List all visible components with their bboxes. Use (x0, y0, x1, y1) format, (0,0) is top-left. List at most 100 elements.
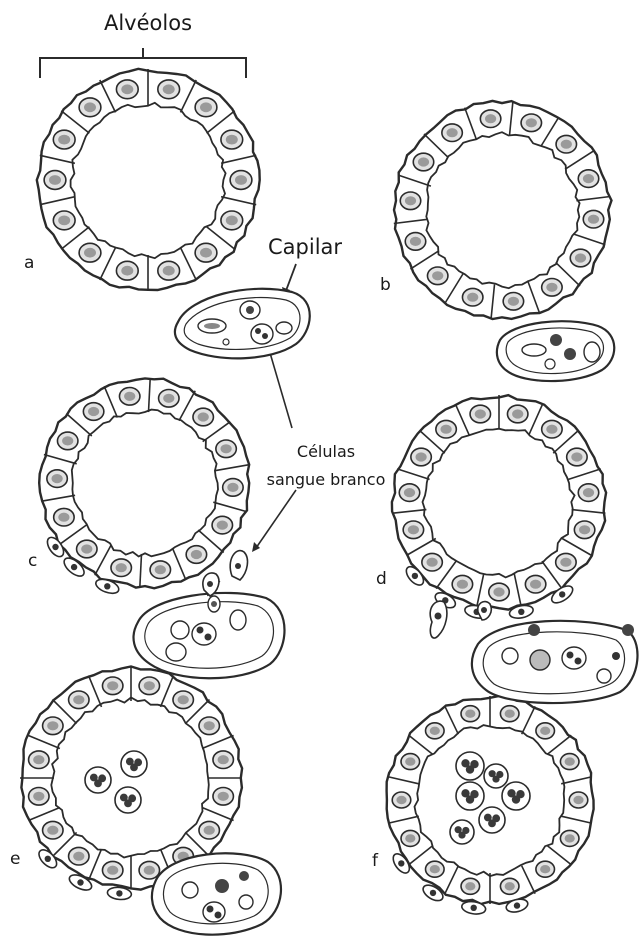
leukocyte-nucleus (412, 573, 418, 579)
nucleus-chromatin (575, 253, 586, 262)
nucleus-chromatin (588, 215, 599, 224)
leukocyte-lobe (94, 779, 102, 787)
leukocyte-lobe (466, 765, 474, 773)
nucleus-chromatin (107, 866, 118, 875)
nucleus-chromatin (121, 266, 133, 276)
leukocyte-nucleus (45, 856, 51, 862)
nucleus-chromatin (493, 587, 504, 596)
celulas-label-line1: Células (297, 442, 355, 461)
nucleus-chromatin (546, 283, 557, 292)
nucleus-chromatin (221, 444, 232, 453)
nucleus-chromatin (546, 425, 557, 434)
nucleus-chromatin (163, 266, 175, 276)
leukocyte-lobe (512, 795, 520, 803)
nucleus-chromatin (565, 834, 575, 842)
nucleus-chromatin (73, 695, 84, 704)
leukocyte-nucleus (77, 879, 83, 885)
nucleus-chromatin (49, 175, 61, 185)
capilar-label: Capilar (268, 235, 342, 259)
nucleus-chromatin (583, 488, 594, 497)
nucleus-chromatin (530, 580, 541, 589)
leukocyte-nucleus (52, 544, 58, 550)
leukocyte-lobe (124, 799, 132, 807)
leukocyte-nucleus (514, 902, 520, 908)
nucleus-chromatin (235, 175, 247, 185)
nucleus-chromatin (404, 488, 415, 497)
panel-label-b: b (380, 275, 391, 295)
leukocyte-lobe (488, 819, 496, 827)
capillary-d (472, 621, 638, 703)
alveolos-label: Alvéolos (104, 11, 192, 35)
nucleus-chromatin (33, 792, 44, 801)
nucleus-chromatin (84, 248, 96, 258)
nucleus-chromatin (144, 866, 155, 875)
nucleus-chromatin (227, 483, 238, 492)
nucleus-chromatin (505, 882, 515, 890)
capillary-b (497, 321, 614, 381)
panel-label-a: a (24, 253, 34, 273)
nucleus-chromatin (191, 550, 202, 559)
nucleus-chromatin (579, 525, 590, 534)
wbc-pointer-down (256, 490, 296, 548)
leukocyte-nucleus (398, 860, 404, 866)
nucleus-chromatin (163, 84, 175, 94)
wbc-pointer-up (268, 346, 292, 428)
nucleus-chromatin (116, 563, 127, 572)
leukocyte-lobe (492, 775, 499, 782)
nucleus-chromatin (540, 727, 550, 735)
nucleus-chromatin (124, 392, 135, 401)
nucleus-chromatin (81, 544, 92, 553)
celulas-label-line2: sangue branco (267, 470, 386, 489)
capillary-e (152, 853, 281, 934)
nucleus-chromatin (465, 882, 475, 890)
nucleus-chromatin (505, 710, 515, 718)
nucleus-chromatin (200, 248, 212, 258)
nucleus-chromatin (144, 681, 155, 690)
nucleus-chromatin (416, 452, 427, 461)
nucleus-chromatin (198, 412, 209, 421)
nucleus-chromatin (573, 796, 583, 804)
capillary-a (175, 289, 310, 359)
nucleus-chromatin (560, 558, 571, 567)
nucleus-chromatin (155, 565, 166, 574)
alveolus-d (392, 395, 606, 620)
nucleus-chromatin (475, 409, 486, 418)
nucleus-chromatin (163, 394, 174, 403)
nucleus-chromatin (526, 118, 537, 127)
alveolus-c (39, 378, 249, 596)
leukocyte-lobe (130, 763, 138, 771)
nucleus-chromatin (430, 865, 440, 873)
nucleus-chromatin (485, 114, 496, 123)
leukocyte-nucleus (116, 890, 122, 896)
alveolus-b (394, 101, 612, 319)
wbc-migrating-d (430, 601, 491, 638)
leukocyte-nucleus (104, 583, 110, 589)
alveolus-a (37, 69, 260, 291)
nucleus-chromatin (571, 452, 582, 461)
nucleus-chromatin (47, 721, 58, 730)
nucleus-chromatin (58, 135, 70, 145)
leukocyte-nucleus (71, 564, 77, 570)
nucleus-chromatin (62, 436, 73, 445)
nucleus-chromatin (84, 102, 96, 112)
panel-label-d: d (376, 569, 387, 589)
nucleus-chromatin (405, 834, 415, 842)
nucleus-chromatin (226, 135, 238, 145)
nucleus-chromatin (217, 521, 228, 530)
leukocyte-nucleus (559, 591, 565, 597)
leukocyte-nucleus (518, 609, 524, 615)
nucleus-chromatin (405, 757, 415, 765)
nucleus-chromatin (52, 474, 63, 483)
nucleus-chromatin (88, 407, 99, 416)
leukocyte-lobe (458, 831, 465, 838)
nucleus-chromatin (58, 513, 69, 522)
nucleus-chromatin (410, 237, 421, 246)
nucleus-chromatin (467, 293, 478, 302)
nucleus-chromatin (218, 792, 229, 801)
nucleus-chromatin (418, 157, 429, 166)
nucleus-chromatin (457, 580, 468, 589)
nucleus-chromatin (405, 196, 416, 205)
leukocyte-lobe (466, 795, 474, 803)
nucleus-chromatin (565, 757, 575, 765)
